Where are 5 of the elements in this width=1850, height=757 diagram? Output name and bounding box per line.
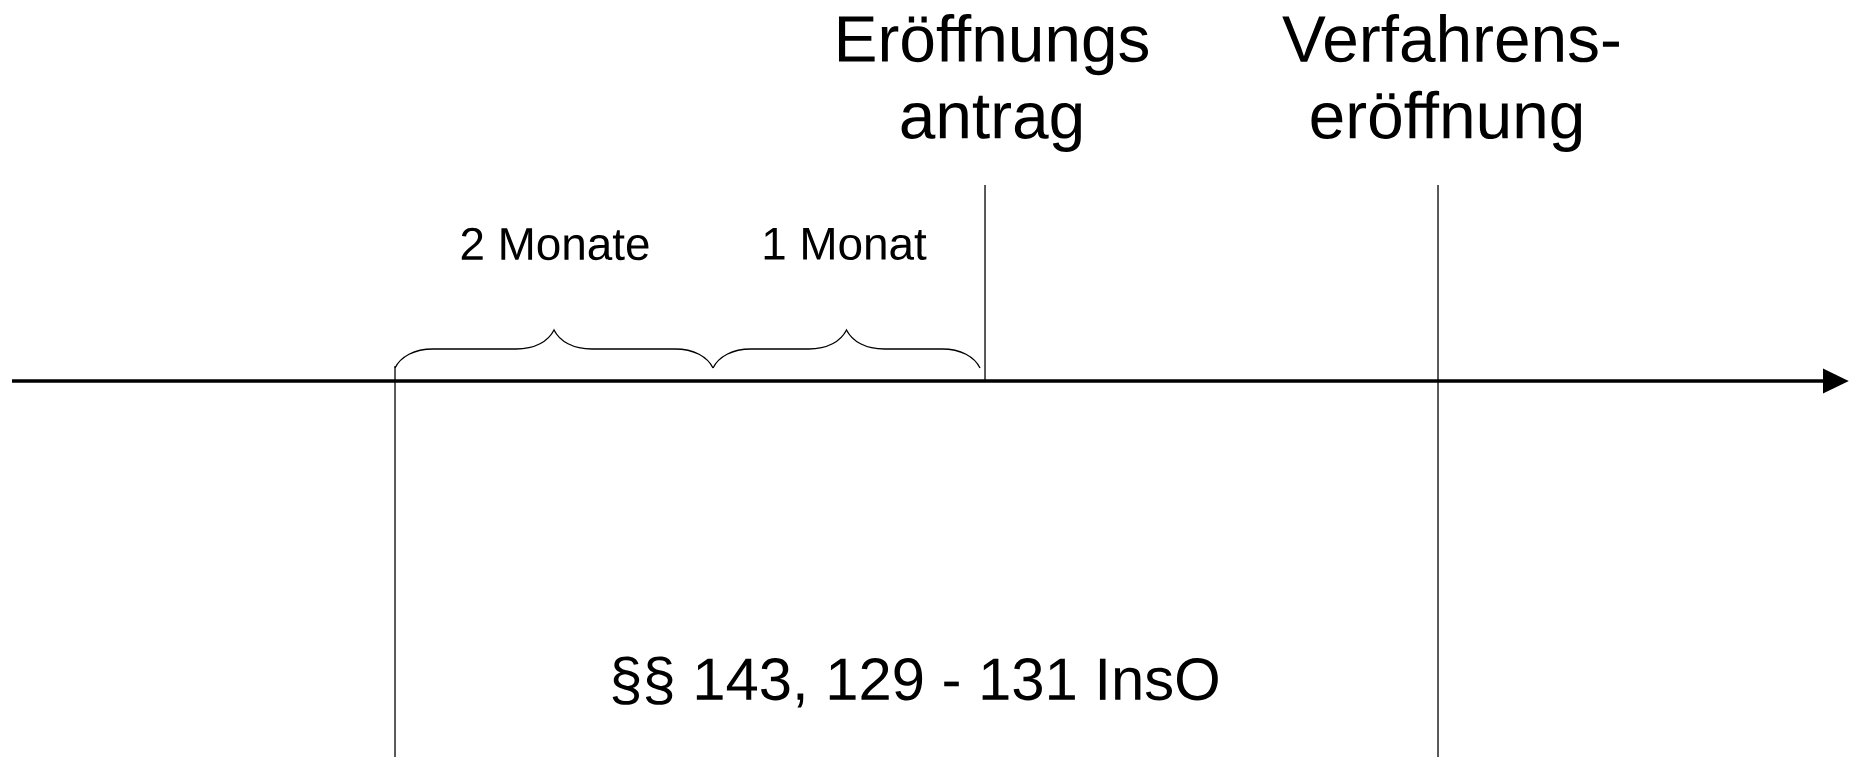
period-label: 2 Monate	[461, 227, 649, 261]
event-label: Eröffnungs antrag	[839, 14, 1148, 152]
event-label: Verfahrens- eröffnung	[1282, 14, 1619, 152]
period-label: 1 Monat	[764, 228, 927, 260]
statute-label: §§ 143, 129 - 131 InsO	[612, 656, 1218, 708]
